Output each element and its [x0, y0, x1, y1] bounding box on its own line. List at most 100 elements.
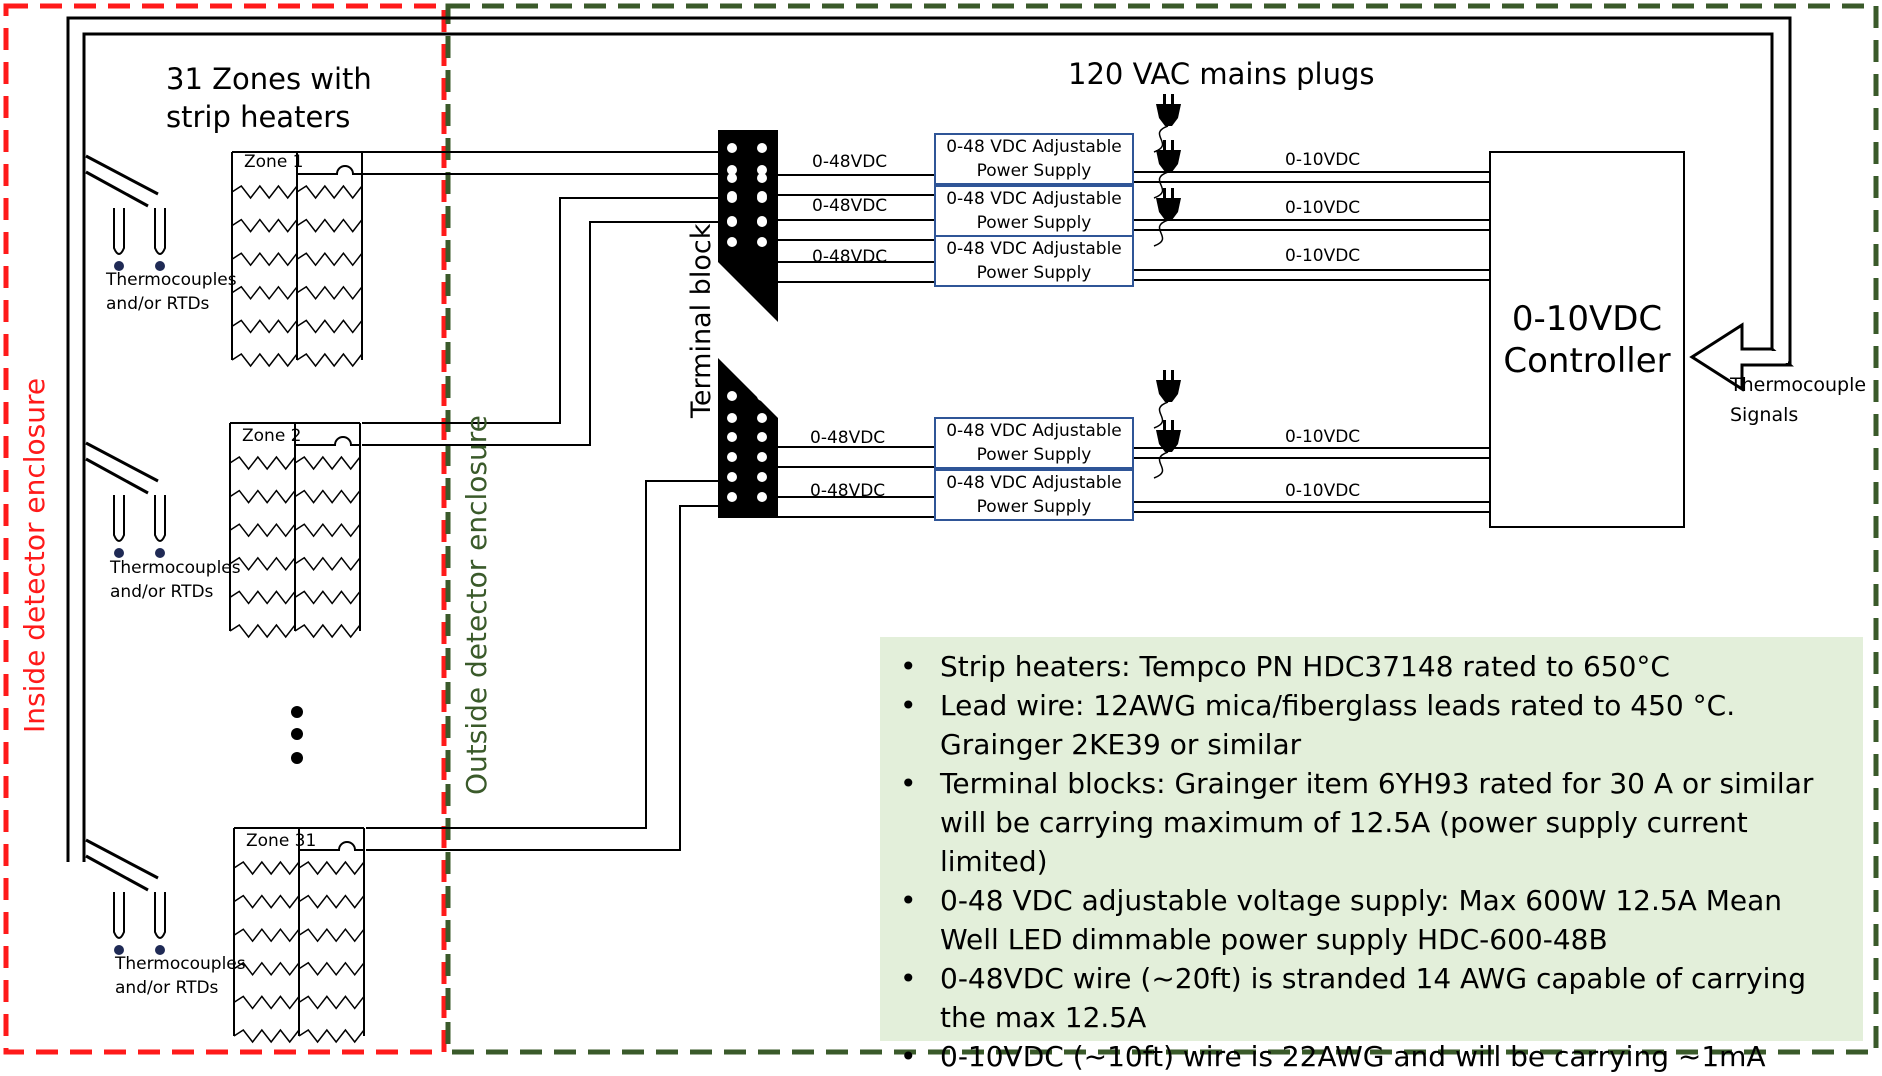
heater-resistor — [298, 995, 365, 1010]
wire — [362, 197, 718, 424]
plug-cord — [1153, 451, 1169, 479]
note-item: Strip heaters: Tempco PN HDC37148 rated … — [900, 647, 1845, 686]
wire-voltage-48: 0-48VDC — [812, 196, 888, 216]
wire-voltage-10: 0-10VDC — [1285, 198, 1361, 218]
plug-prong — [1171, 420, 1174, 430]
plug-prong — [1171, 140, 1174, 150]
terminal-screw — [757, 452, 767, 462]
heater-resistor — [296, 285, 363, 301]
terminal-block-lower — [718, 358, 778, 518]
plug-body — [1156, 198, 1181, 220]
plug-prong — [1163, 370, 1166, 380]
terminal-screw — [727, 217, 737, 227]
plug-prong — [1163, 140, 1166, 150]
note-item: 0-48 VDC adjustable voltage supply: Max … — [900, 881, 1845, 959]
wire-voltage-10: 0-10VDC — [1285, 481, 1361, 501]
terminal-screw — [727, 452, 737, 462]
heater-zone-zone-1 — [85, 151, 363, 368]
terminal-screw — [727, 165, 737, 175]
heater-resistor — [294, 489, 361, 504]
mains-plug-icon — [1153, 420, 1181, 479]
wire-voltage-10: 0-10VDC — [1285, 150, 1361, 170]
mains-plug-icon — [1153, 188, 1181, 247]
bus-link — [85, 441, 159, 483]
heater-resistor — [296, 218, 363, 233]
plug-prong — [1171, 94, 1174, 104]
plug-prong — [1163, 94, 1166, 104]
plug-prong — [1171, 370, 1174, 380]
heater-resistor — [231, 251, 298, 267]
terminal-screw — [757, 217, 767, 227]
heater-resistor — [294, 556, 361, 572]
heater-resistor — [231, 319, 298, 334]
heater-resistor — [229, 455, 296, 471]
bus-link — [85, 838, 159, 880]
bus-link — [85, 457, 149, 495]
psu-label-line1: 0-48 VDC Adjustable — [946, 239, 1122, 259]
power-supply-box — [934, 133, 1134, 185]
plug-body — [1156, 430, 1181, 452]
thermocouple-label-1: Thermocouples and/or RTDs — [106, 270, 237, 314]
zone-2-label: Zone 2 — [242, 426, 302, 446]
plug-cord — [1153, 401, 1169, 429]
thermocouple-label-2: Thermocouples and/or RTDs — [110, 558, 241, 602]
zone-31-label: Zone 31 — [246, 831, 317, 851]
heater-crossover — [299, 841, 364, 851]
heater-resistor — [231, 352, 298, 368]
heater-resistor — [296, 352, 363, 368]
psu-label-line1: 0-48 VDC Adjustable — [946, 473, 1122, 493]
note-item: Terminal blocks: Grainger item 6YH93 rat… — [900, 764, 1845, 881]
thermocouple-probe — [154, 495, 166, 542]
bus-link — [85, 854, 149, 892]
bus-link — [85, 170, 149, 208]
heater-resistor — [298, 961, 365, 977]
wire-voltage-48: 0-48VDC — [810, 481, 886, 501]
power-supply-box — [934, 235, 1134, 287]
terminal-block-label: Terminal block — [686, 223, 717, 418]
notes-list: Strip heaters: Tempco PN HDC37148 rated … — [880, 647, 1845, 1076]
heater-resistor — [294, 590, 361, 605]
heater-resistor — [229, 522, 296, 538]
wire — [366, 480, 718, 829]
mains-plug-icon — [1153, 370, 1181, 429]
power-supply-box — [934, 417, 1134, 469]
plug-prong — [1171, 188, 1174, 198]
heater-resistor — [231, 285, 298, 301]
terminal-screw — [727, 237, 737, 247]
terminal-screw — [727, 472, 737, 482]
outside-enclosure-label: Outside detector enclosure — [460, 415, 493, 795]
controller-box — [1489, 151, 1685, 528]
terminal-screw — [757, 143, 767, 153]
terminal-screw — [757, 173, 767, 183]
plug-prong — [1163, 420, 1166, 430]
heater-resistor — [296, 184, 363, 200]
mains-label: 120 VAC mains plugs — [1068, 57, 1375, 91]
psu-label-line2: Power Supply — [976, 497, 1092, 517]
terminal-screw — [727, 413, 737, 423]
plug-cord — [1153, 125, 1169, 153]
plug-prong — [1163, 188, 1166, 198]
heater-resistor — [298, 1028, 365, 1044]
power-supply-box — [934, 469, 1134, 521]
psu-label-line2: Power Supply — [976, 263, 1092, 283]
heater-crossover — [295, 436, 360, 446]
inside-enclosure-border — [3, 3, 447, 1055]
diagram-title: 31 Zones with strip heaters — [166, 62, 372, 134]
heater-resistor — [231, 218, 298, 233]
psu-label-line1: 0-48 VDC Adjustable — [946, 137, 1122, 157]
heater-crossover — [297, 165, 362, 175]
psu-label-line2: Power Supply — [976, 445, 1092, 465]
note-item: 0-10VDC (~10ft) wire is 22AWG and will b… — [900, 1037, 1845, 1076]
plug-cord — [1153, 171, 1169, 199]
terminal-screw — [757, 413, 767, 423]
thermocouple-tip — [155, 548, 165, 558]
terminal-screw — [757, 391, 767, 401]
outside-enclosure-border — [445, 3, 1879, 1055]
heater-zone-zone-2 — [85, 422, 361, 639]
heater-resistor — [229, 590, 296, 605]
bus-link — [85, 154, 159, 196]
